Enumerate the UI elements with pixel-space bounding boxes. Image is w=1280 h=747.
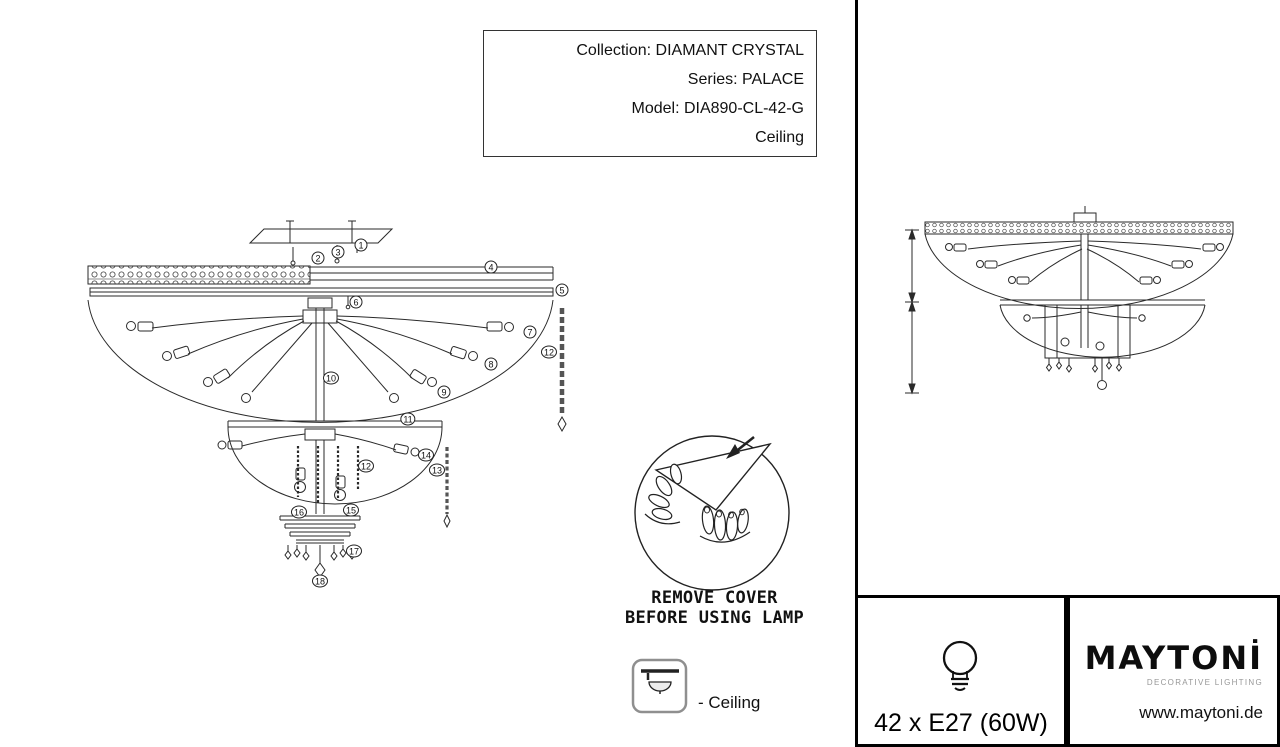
- ceiling-mount-icon: [631, 658, 688, 714]
- warning-line-1: REMOVE COVER: [651, 588, 778, 608]
- warning-text: REMOVE COVER BEFORE USING LAMP: [592, 588, 837, 628]
- ceiling-legend-label: - Ceiling: [698, 693, 761, 712]
- brand-tagline: DECORATIVE LIGHTING: [1146, 678, 1263, 687]
- collection-line: Collection: DIAMANT CRYSTAL: [576, 41, 804, 59]
- product-info-box: Collection: DIAMANT CRYSTAL Series: PALA…: [483, 30, 817, 157]
- exploded-view-diagram: [87, 220, 567, 578]
- series-line: Series: PALACE: [687, 70, 804, 88]
- bulb-icon: [942, 640, 978, 691]
- lamp-spec-text: 42 x E27 (60W): [874, 709, 1048, 737]
- mount-type-line: Ceiling: [755, 128, 804, 146]
- brand-website: www.maytoni.de: [1139, 703, 1263, 722]
- model-line: Model: DIA890-CL-42-G: [631, 99, 804, 117]
- section-divider: [855, 0, 858, 747]
- assembled-view-diagram: [905, 206, 1234, 395]
- warning-line-2: BEFORE USING LAMP: [624, 608, 805, 628]
- lamp-spec-box: 42 x E27 (60W): [855, 595, 1067, 747]
- remove-cover-illustration: [634, 435, 790, 591]
- brand-box: MAYTONİ DECORATIVE LIGHTING www.maytoni.…: [1067, 595, 1280, 747]
- brand-logo: MAYTONİ: [1084, 639, 1263, 677]
